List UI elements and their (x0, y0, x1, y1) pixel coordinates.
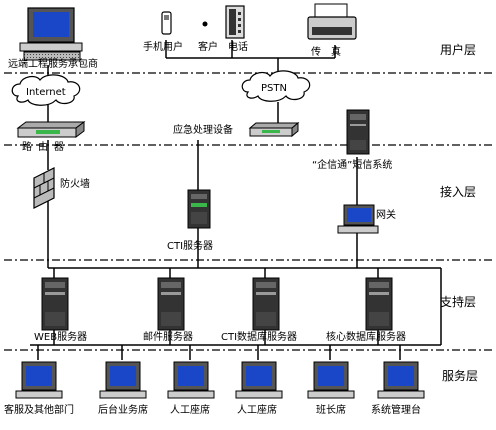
workstation-4-label: 人工座席 (237, 405, 277, 416)
workstation-3-icon (167, 361, 215, 399)
workstation-4-icon (235, 361, 283, 399)
customer-label: 客户 (198, 42, 218, 53)
gateway-label: 网关 (376, 210, 396, 221)
connection-lines (30, 40, 442, 360)
internet-label: Internet (26, 87, 66, 98)
qxt-label: “企信通”短信系统 (312, 160, 393, 171)
workstation-5-icon (307, 361, 355, 399)
pstn-label: PSTN (261, 83, 287, 94)
web-server-label: WEB服务器 (34, 332, 88, 343)
cti-db-server-label: CTI数据库服务器 (221, 332, 298, 343)
access-layer-label: 接入层 (440, 185, 477, 199)
firewall-icon (33, 167, 55, 209)
emergency-device-label: 应急处理设备 (173, 125, 233, 136)
workstation-6-label: 系统管理台 (371, 405, 421, 416)
emergency-device-icon (248, 121, 300, 138)
remote-computer-icon (19, 7, 83, 61)
fax-label: 传 真 (311, 47, 341, 58)
workstation-6-icon (377, 361, 425, 399)
internet-cloud-icon (11, 74, 81, 106)
layer-dividers (4, 72, 492, 351)
mail-server-icon (157, 277, 185, 331)
service-layer-label: 服务层 (442, 369, 479, 383)
gateway-computer-icon (337, 204, 379, 234)
customer-icon (202, 21, 208, 27)
mobile-user-label: 手机用户 (143, 42, 183, 53)
core-db-server-icon (365, 277, 393, 331)
workstation-2-icon (99, 361, 147, 399)
mail-server-label: 邮件服务器 (143, 332, 193, 343)
router-icon (16, 121, 86, 138)
workstation-2-label: 后台业务席 (98, 405, 148, 416)
workstation-3-label: 人工座席 (170, 405, 210, 416)
pstn-cloud-icon (241, 70, 311, 102)
user-layer-label: 用户层 (440, 43, 477, 57)
telephone-icon (225, 5, 245, 39)
mobile-phone-icon (161, 11, 172, 35)
workstation-1-icon (15, 361, 63, 399)
fax-icon (307, 3, 357, 40)
phone-label: 电话 (228, 42, 248, 53)
cti-server-label: CTI服务器 (167, 241, 214, 252)
qxt-server-icon (346, 109, 370, 155)
workstation-5-label: 班长席 (316, 405, 346, 416)
web-server-icon (41, 277, 69, 331)
support-layer-label: 支持层 (440, 295, 477, 309)
workstation-1-label: 客服及其他部门 (4, 405, 74, 416)
remote-contractor-label: 远端工程服务承包商 (8, 59, 98, 70)
core-db-server-label: 核心数据库服务器 (326, 332, 406, 343)
cti-db-server-icon (252, 277, 280, 331)
cti-server-icon (187, 189, 211, 229)
router-label: 路由器 (22, 142, 70, 153)
firewall-label: 防火墙 (60, 179, 90, 190)
